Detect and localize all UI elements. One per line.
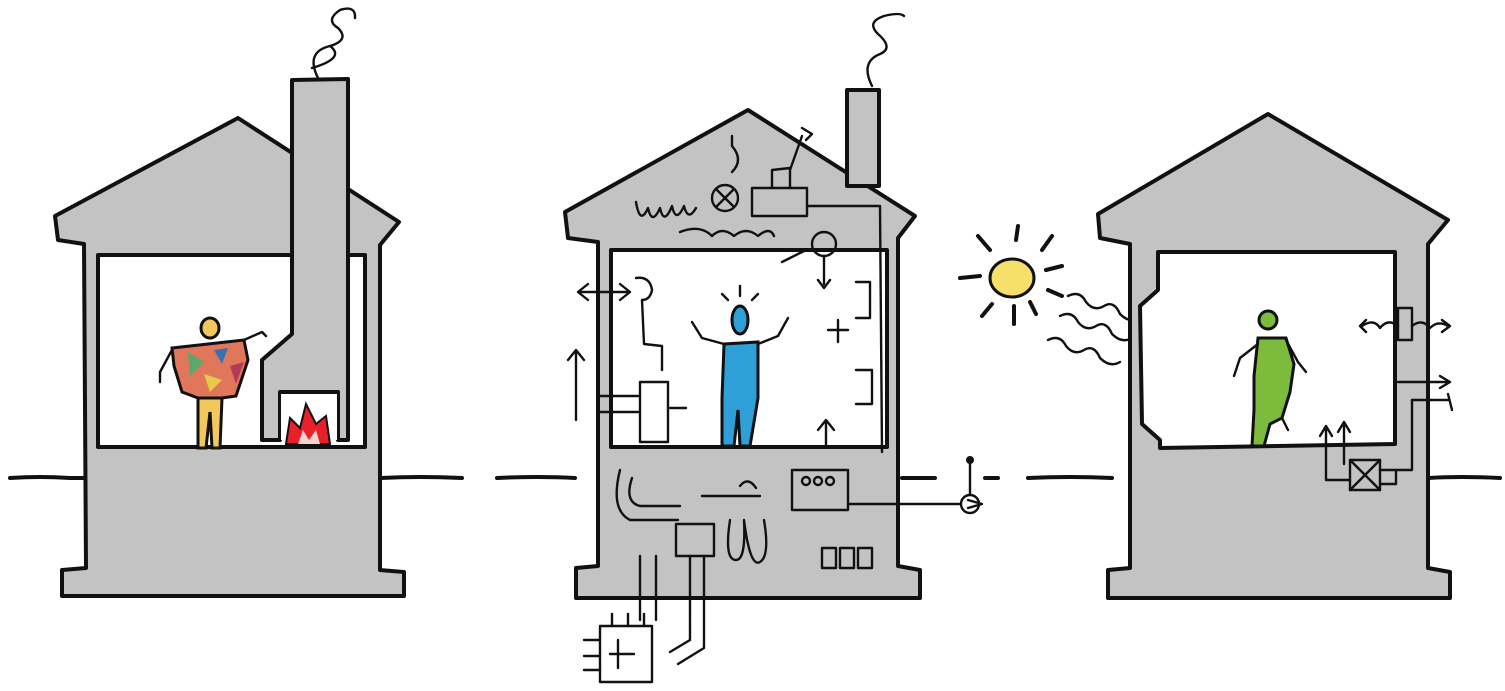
middle-smoke <box>868 14 905 86</box>
middle-house <box>565 14 982 682</box>
middle-chimney <box>847 90 879 186</box>
right-house <box>1098 114 1452 598</box>
meter-dot <box>966 456 974 464</box>
left-house <box>55 9 404 596</box>
smoke <box>312 9 355 78</box>
